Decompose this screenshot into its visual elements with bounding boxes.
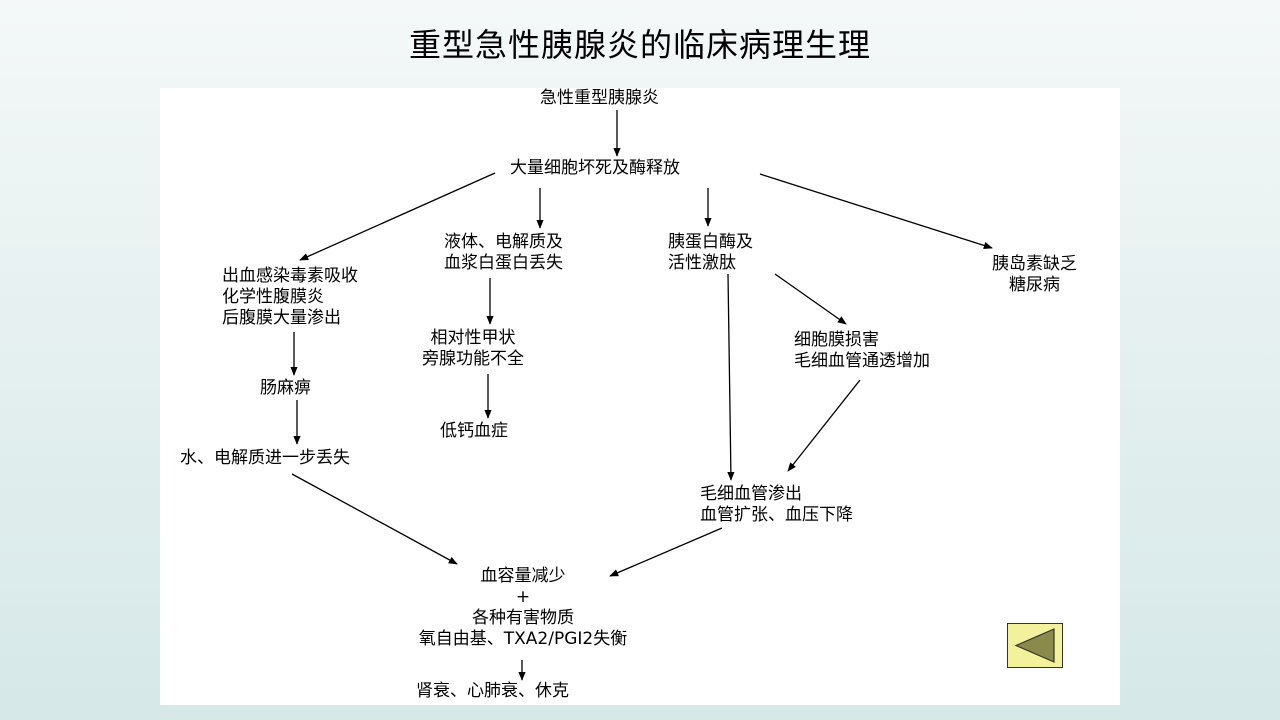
- back-button[interactable]: [1007, 623, 1063, 668]
- flowchart-panel: 急性重型胰腺炎 大量细胞坏死及酶释放 出血感染毒素吸收 化学性腹膜炎 后腹膜大量…: [160, 88, 1120, 705]
- arrow-n5-n11: [774, 273, 847, 325]
- arrow-n5-n12: [727, 273, 735, 481]
- node-ileus: 肠麻痹: [260, 378, 311, 398]
- node-membrane-damage: 细胞膜损害 毛细血管通透增加: [794, 330, 930, 371]
- arrow-n8-n13: [291, 473, 458, 565]
- node-hypovolemia-harmful-substances: 血容量减少 + 各种有害物质 氧自由基、TXA2/PGI2失衡: [418, 566, 628, 649]
- arrow-n12-n13: [609, 527, 723, 577]
- node-capillary-leak-hypotension: 毛细血管渗出 血管扩张、血压下降: [700, 484, 853, 525]
- node-peritonitis-exudation: 出血感染毒素吸收 化学性腹膜炎 后腹膜大量渗出: [222, 266, 358, 328]
- node-organ-failure-shock: 肾衰、心肺衰、休克: [416, 681, 569, 701]
- node-fluid-albumin-loss: 液体、电解质及 血浆白蛋白丢失: [444, 232, 563, 273]
- arrow-n2-n3: [299, 172, 496, 261]
- node-trypsin-kinin: 胰蛋白酶及 活性激肽: [668, 232, 753, 273]
- node-hypoparathyroid: 相对性甲状 旁腺功能不全: [422, 328, 524, 369]
- arrow-n11-n12: [787, 379, 861, 472]
- node-cell-necrosis-enzyme-release: 大量细胞坏死及酶释放: [510, 158, 680, 178]
- arrow-n2-n6: [759, 173, 993, 249]
- slide-title: 重型急性胰腺炎的临床病理生理: [408, 26, 871, 64]
- node-acute-severe-pancreatitis: 急性重型胰腺炎: [540, 88, 659, 108]
- flowchart-arrows: [290, 110, 993, 681]
- back-triangle-icon: [1014, 628, 1055, 663]
- node-hypocalcemia: 低钙血症: [440, 421, 508, 441]
- node-further-electrolyte-loss: 水、电解质进一步丢失: [180, 448, 350, 468]
- node-insulin-deficiency: 胰岛素缺乏 糖尿病: [992, 254, 1077, 295]
